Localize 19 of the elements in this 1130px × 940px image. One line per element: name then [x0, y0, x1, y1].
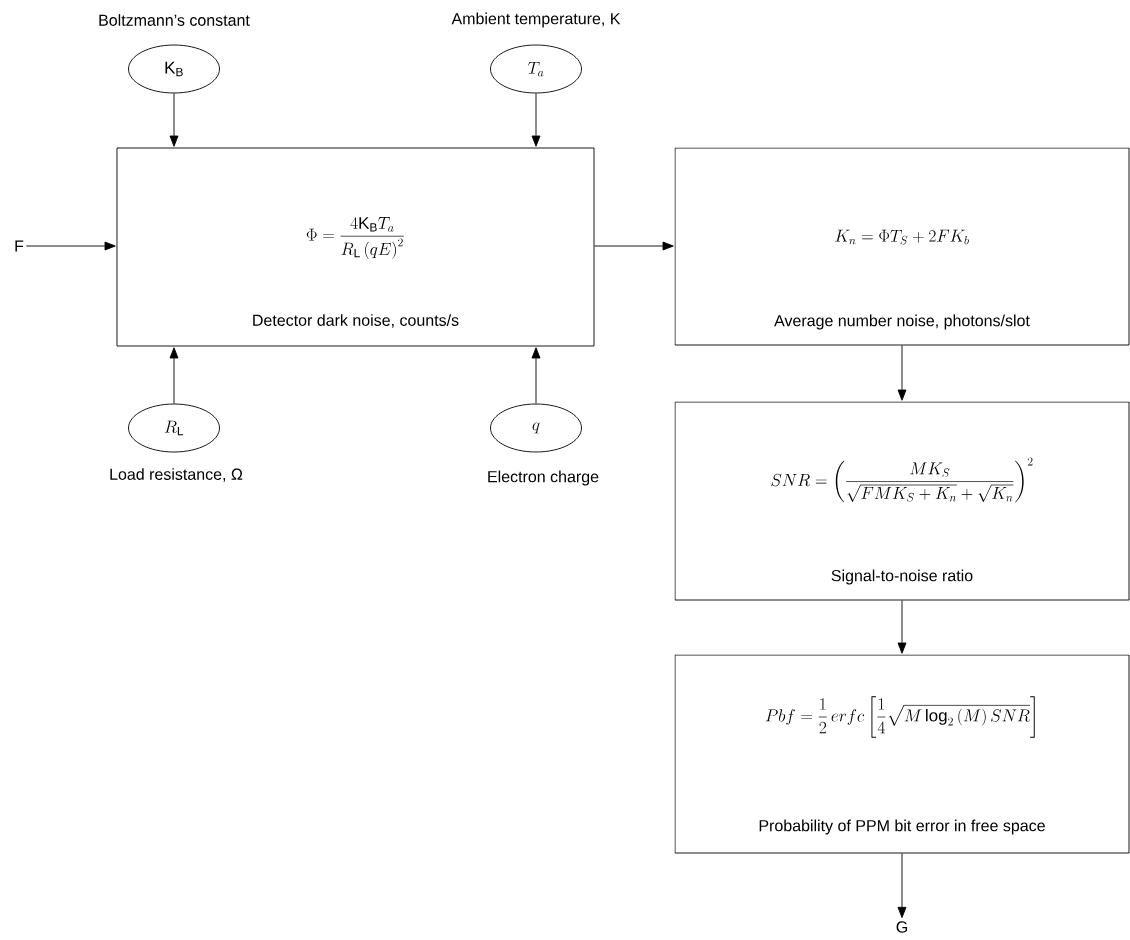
caption-text: Boltzmann’s constant [99, 14, 250, 26]
arrow [169, 93, 179, 147]
terminal-label: G [896, 921, 908, 933]
caption-text: Ambient temperature, K [451, 12, 621, 28]
process-box: $K_{n} = \Phi T_{S} + 2FK_{b}$ Average number noise, photons/slot [674, 147, 1130, 346]
arrow [897, 853, 907, 919]
arrow [169, 347, 179, 404]
process-box: $SNR = \left(\frac{MK_{S}}{\sqrt{FMK_{S}+K_{n}}+\sqrt{K_{n}}}\right)^{2}$ Signal-to-noise ratio [674, 401, 1130, 601]
process-box: $\Phi = \frac{4\mathrm{K}_{\mathrm{B}} T_{a}}{R_{\mathrm{L}}\left(qE\right)^{2}}$ Detector dark noise, counts/s [116, 147, 595, 347]
caption-text: Electron charge [488, 470, 599, 486]
arrow [25, 241, 116, 251]
caption-text: Load resistance, Ω [110, 468, 243, 482]
arrow [897, 600, 907, 654]
terminal-label: F [15, 240, 24, 252]
arrow [897, 345, 907, 401]
process-box: $Pbf = \frac{1}{2}\,erfc\left[\frac{1}{4}\sqrt{M\log_{2}\left(M\right)SNR}\right]$ Probability of PPM bit error in free space [674, 654, 1130, 854]
arrow [594, 241, 674, 251]
arrow [531, 347, 541, 404]
arrow [531, 93, 541, 147]
